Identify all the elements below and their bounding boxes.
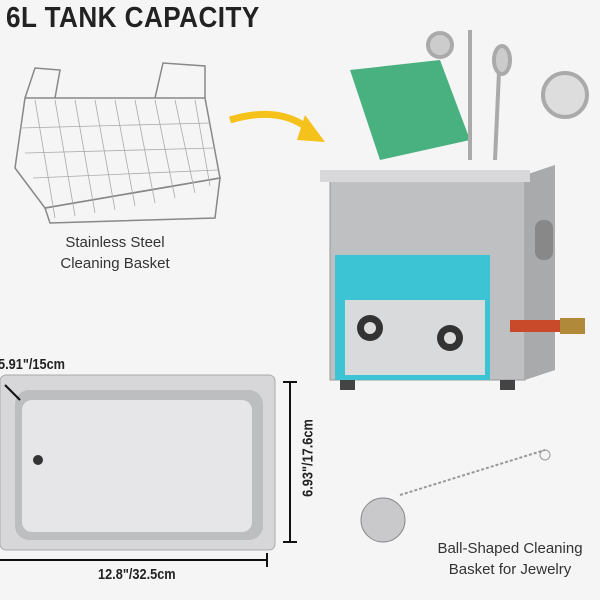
basket-caption: Stainless Steel Cleaning Basket [20,232,210,274]
ultrasonic-cleaner-image [320,30,589,390]
cleaning-basket-image [14,62,221,224]
arrow-icon [228,110,325,142]
basket-caption-line2: Cleaning Basket [60,255,170,272]
page-title: 6L TANK CAPACITY [6,2,260,34]
ball-caption-line1: Ball-Shaped Cleaning [437,540,583,557]
depth-dimension-label: 5.91"/15cm [0,356,66,373]
ball-caption: Ball-Shaped Cleaning Basket for Jewelry [420,538,600,580]
ball-basket-image [360,449,551,543]
basket-caption-line1: Stainless Steel [65,234,165,251]
tank-image [0,374,297,567]
ball-caption-line2: Basket for Jewelry [448,561,572,578]
length-dimension-label: 12.8"/32.5cm [98,566,176,583]
width-dimension-label: 6.93"/17.6cm [299,419,317,497]
